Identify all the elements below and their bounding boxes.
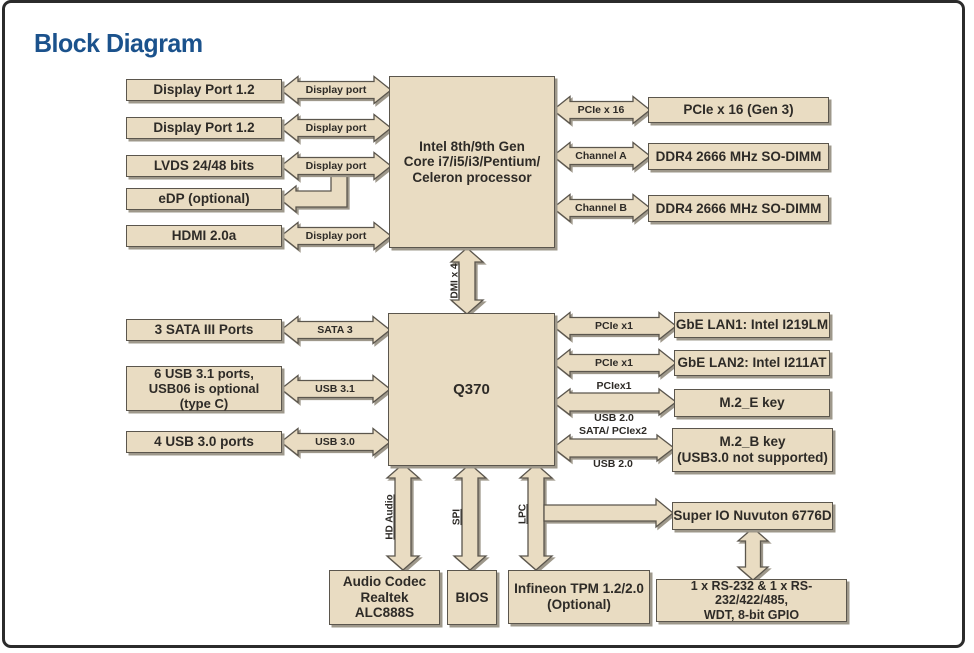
node-pch-q370: Q370: [388, 313, 555, 466]
node-display-port-1: Display Port 1.2: [126, 79, 282, 101]
arrow-label-display-port-2: Display port: [305, 122, 367, 134]
arrow-label-display-port-3: Display port: [305, 160, 367, 172]
arrow-label-pcie-x16: PCIe x 16: [577, 104, 625, 116]
node-lan1: GbE LAN1: Intel I219LM: [674, 312, 830, 338]
arrow-superio-serial: [736, 527, 770, 581]
node-hdmi: HDMI 2.0a: [126, 225, 282, 247]
arrow-label-m2e-pciex1: PCIex1: [596, 380, 632, 392]
node-display-port-2: Display Port 1.2: [126, 117, 282, 139]
node-usb30-ports: 4 USB 3.0 ports: [126, 431, 282, 453]
node-lvds: LVDS 24/48 bits: [126, 155, 282, 177]
arrow-label-display-port-1: Display port: [305, 84, 367, 96]
arrow-label-lpc: LPC: [517, 504, 529, 524]
node-bios: BIOS: [447, 570, 497, 625]
arrow-label-channel-b: Channel B: [575, 202, 627, 214]
node-m2-b-key: M.2_B key (USB3.0 not supported): [672, 428, 833, 472]
arrow-label-sata3: SATA 3: [317, 324, 353, 336]
node-m2-e-key: M.2_E key: [674, 389, 830, 417]
arrow-label-m2e-usb20: USB 2.0: [594, 412, 634, 424]
node-usb31-ports: 6 USB 3.1 ports, USB06 is optional (type…: [126, 366, 282, 411]
arrow-label-hd-audio: HD Audio: [384, 494, 396, 540]
node-ddr4-sodimm-b: DDR4 2666 MHz SO-DIMM: [648, 195, 829, 222]
arrow-label-m2b-sata-pciex2: SATA/ PCIex2: [579, 425, 647, 437]
arrow-label-pcie-x1-lan1: PCIe x1: [595, 320, 633, 332]
page-title: Block Diagram: [34, 28, 203, 58]
arrow-label-dmi-x4: DMI x 4: [449, 263, 461, 299]
node-sata-ports: 3 SATA III Ports: [126, 319, 282, 341]
arrow-label-pcie-x1-lan2: PCIe x1: [595, 357, 633, 369]
arrow-label-channel-a: Channel A: [575, 150, 627, 162]
node-cpu: Intel 8th/9th Gen Core i7/i5/i3/Pentium/…: [389, 76, 555, 248]
node-pcie-x16-slot: PCIe x 16 (Gen 3): [648, 97, 829, 123]
node-super-io: Super IO Nuvuton 6776D: [672, 502, 833, 530]
arrow-lpc-superio-branch: [543, 497, 675, 529]
node-ddr4-sodimm-a: DDR4 2666 MHz SO-DIMM: [648, 143, 829, 170]
arrow-label-usb31: USB 3.1: [315, 383, 355, 395]
arrow-label-spi: SPI: [451, 508, 463, 526]
arrow-label-usb30: USB 3.0: [315, 436, 355, 448]
node-lan2: GbE LAN2: Intel I211AT: [674, 350, 830, 376]
node-edp: eDP (optional): [126, 188, 282, 210]
node-tpm: Infineon TPM 1.2/2.0 (Optional): [508, 570, 650, 624]
arrow-label-display-port-4: Display port: [305, 230, 367, 242]
arrow-label-m2b-usb20: USB 2.0: [593, 458, 633, 470]
connector-edp-branch: [278, 174, 348, 214]
node-serial-ports: 1 x RS-232 & 1 x RS-232/422/485, WDT, 8-…: [656, 579, 847, 622]
node-audio-codec: Audio Codec Realtek ALC888S: [329, 570, 440, 625]
